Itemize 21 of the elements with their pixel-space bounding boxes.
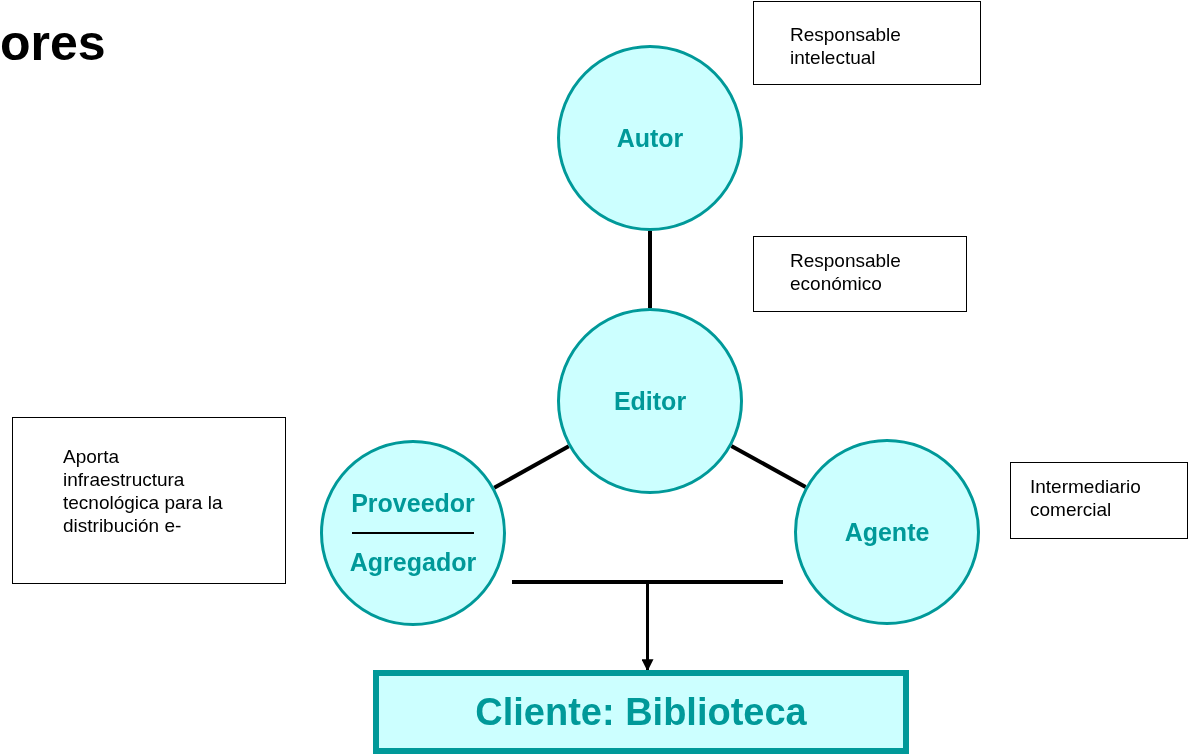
role-label: Agente bbox=[844, 517, 930, 547]
connector-bar bbox=[512, 580, 783, 584]
note-text: Intermediario comercial bbox=[1030, 475, 1142, 521]
arrow bbox=[641, 584, 654, 672]
note-box bbox=[12, 417, 286, 584]
connector-line bbox=[648, 231, 652, 308]
note-box bbox=[753, 1, 981, 85]
note-text: Responsable intelectual bbox=[790, 23, 902, 69]
connector-line bbox=[493, 444, 570, 490]
connector-line bbox=[730, 444, 807, 489]
note-box bbox=[1010, 462, 1188, 539]
note-text: Responsable económico bbox=[790, 249, 902, 295]
heading: ores bbox=[0, 14, 106, 72]
role-label: Cliente: Biblioteca bbox=[475, 690, 807, 734]
role-label: Agregador bbox=[349, 548, 477, 577]
note-box bbox=[753, 236, 967, 312]
role-label: Autor bbox=[616, 123, 684, 153]
role-label: Editor bbox=[613, 386, 687, 416]
note-text: Aporta infraestructura tecnológica para la distribución e- bbox=[63, 445, 224, 537]
role-label: Proveedor bbox=[351, 489, 475, 518]
client-box bbox=[373, 670, 909, 754]
